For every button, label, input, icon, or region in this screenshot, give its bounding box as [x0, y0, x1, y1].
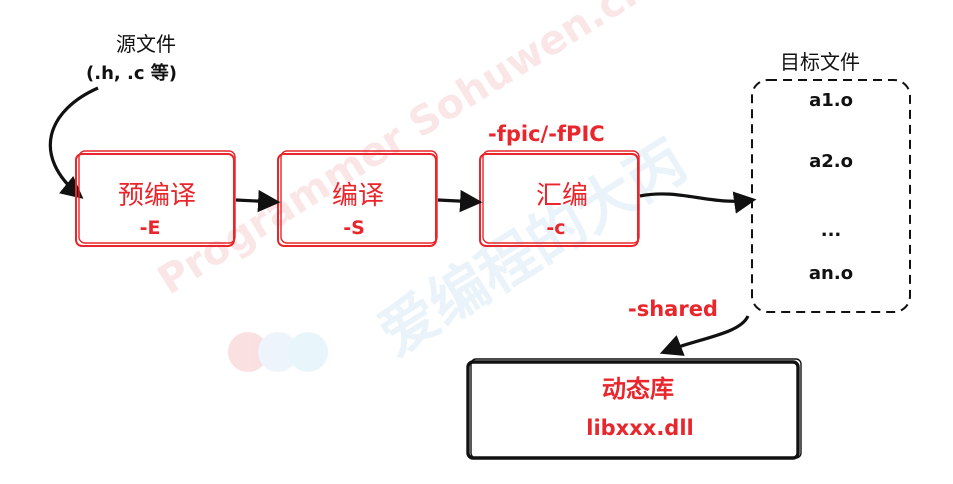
library-title: 动态库 — [602, 375, 674, 403]
object-file-item: an.o — [808, 263, 854, 284]
object-file-item: ... — [820, 220, 842, 241]
object-files-title: 目标文件 — [780, 50, 860, 74]
stage-preprocess-label: 预编译 — [117, 181, 197, 211]
watermark-logo — [228, 332, 328, 372]
stage-assemble-flag: -c — [546, 217, 566, 239]
arrow-objects-to-library — [659, 315, 750, 356]
object-files-container — [751, 79, 911, 313]
stage-preprocess-flag: -E — [139, 217, 161, 239]
library-box — [466, 358, 802, 460]
arrow-assemble-to-objects — [639, 191, 757, 214]
library-name: libxxx.dll — [586, 416, 694, 440]
object-file-item: a1.o — [809, 90, 853, 111]
arrow-preprocess-to-compile — [235, 189, 281, 213]
object-file-item: a2.o — [809, 151, 853, 172]
fpic-flag-label: -fpic/-fPIC — [488, 122, 605, 146]
arrow-source-to-preprocess — [48, 86, 99, 199]
stage-assemble-label: 汇编 — [535, 181, 589, 211]
shared-flag-label: -shared — [628, 297, 718, 321]
stage-box-preprocess — [75, 150, 236, 247]
stage-compile-flag: -S — [343, 217, 365, 239]
stage-compile-label: 编译 — [331, 181, 385, 211]
arrow-compile-to-assemble — [437, 189, 483, 213]
source-files-title: 源文件 — [116, 32, 176, 56]
source-files-subtitle: (.h, .c 等) — [86, 63, 177, 84]
